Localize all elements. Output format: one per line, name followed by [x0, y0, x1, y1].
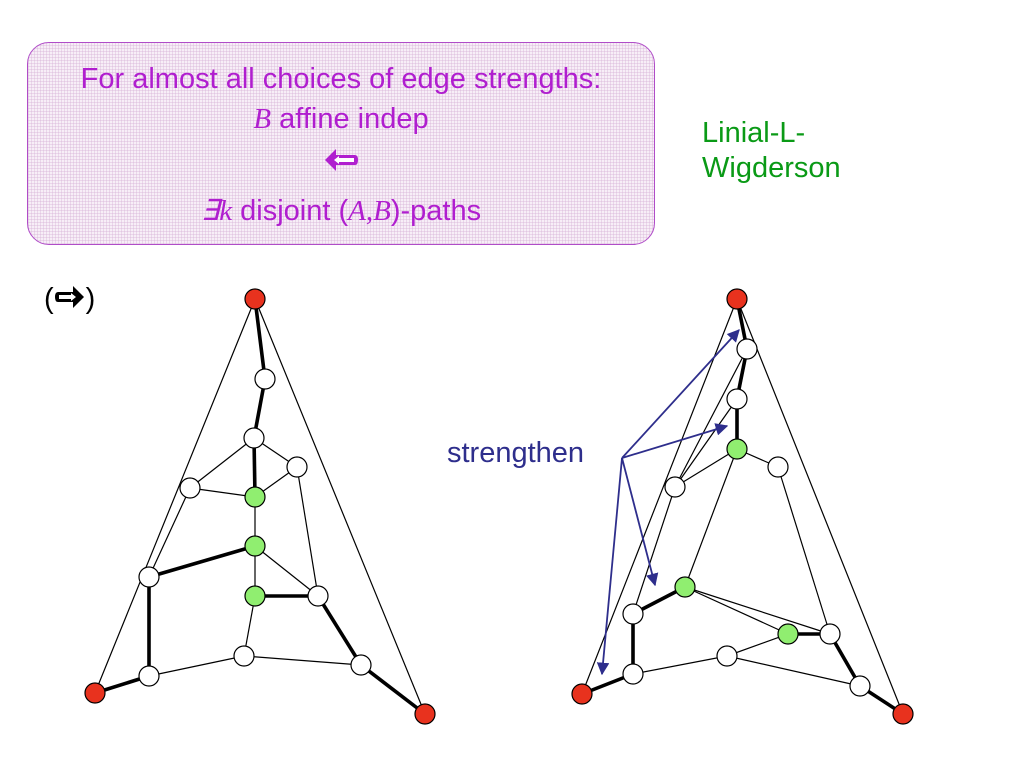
node — [716, 645, 738, 667]
edge — [777, 466, 831, 635]
node — [726, 388, 748, 410]
double-arrow-left-icon — [325, 149, 358, 172]
edge — [581, 298, 738, 695]
green-node — [244, 585, 266, 607]
edge — [296, 466, 319, 597]
node — [819, 623, 841, 645]
strengthen-arrows — [596, 329, 740, 676]
left-graph — [84, 288, 436, 725]
edge — [254, 298, 426, 715]
node — [307, 585, 329, 607]
source-node-red — [244, 288, 266, 310]
edge — [632, 655, 728, 675]
right-thin-edges — [581, 298, 904, 715]
node — [286, 456, 308, 478]
edge — [684, 586, 789, 635]
paren-close: ) — [85, 283, 96, 315]
edge — [674, 348, 748, 488]
edge — [736, 298, 904, 715]
citation-line-2: Wigderson — [702, 151, 841, 184]
node — [138, 566, 160, 588]
paths-text: )-paths — [390, 195, 482, 227]
node — [849, 675, 871, 697]
affine-indep-text: affine indep — [271, 103, 429, 135]
node — [350, 654, 372, 676]
edge — [189, 437, 255, 489]
green-node — [726, 438, 748, 460]
theorem-line-3 — [28, 143, 654, 176]
edge — [148, 655, 245, 677]
edge — [189, 487, 256, 498]
path-edge — [359, 663, 427, 716]
left-thick-edges — [94, 298, 427, 716]
right-graph — [571, 288, 914, 725]
node — [736, 338, 758, 360]
edge — [632, 486, 676, 615]
edge — [674, 448, 738, 488]
left-thin-edges — [94, 298, 426, 715]
var-b: B — [253, 103, 272, 135]
path-edge — [148, 544, 256, 579]
edge — [148, 487, 191, 578]
strengthen-arrow — [596, 457, 623, 676]
green-node — [244, 486, 266, 508]
node — [767, 456, 789, 478]
direction-label: ( ) — [44, 283, 95, 316]
var-k: k — [219, 195, 233, 227]
green-node — [244, 535, 266, 557]
citation-line-1: Linial-L- — [702, 117, 806, 149]
strengthen-label: strengthen — [447, 437, 585, 469]
edge — [674, 398, 738, 488]
node — [254, 368, 276, 390]
green-node — [674, 576, 696, 598]
edge — [94, 298, 256, 694]
strengthen-arrow — [621, 329, 740, 459]
sink-node-red — [571, 683, 593, 705]
node — [622, 663, 644, 685]
left-nodes — [84, 288, 436, 725]
theorem-line-2: B affine indep — [28, 103, 654, 136]
sink-node-red — [84, 682, 106, 704]
edge — [243, 655, 362, 666]
edge — [726, 655, 861, 687]
edge — [726, 633, 789, 657]
sink-node-red — [892, 703, 914, 725]
path-edge — [316, 595, 363, 666]
theorem-box: For almost all choices of edge strengths… — [27, 42, 655, 245]
node — [233, 645, 255, 667]
node — [664, 476, 686, 498]
theorem-line-1: For almost all choices of edge strengths… — [80, 63, 602, 95]
node — [138, 665, 160, 687]
sink-node-red — [414, 703, 436, 725]
var-ab: A,B — [348, 195, 391, 227]
right-thick-edges — [581, 298, 904, 716]
path-edge — [253, 298, 267, 380]
source-node-red — [726, 288, 748, 310]
edge — [684, 448, 738, 588]
node — [179, 477, 201, 499]
exists-symbol: ∃ — [200, 195, 220, 227]
theorem-line-4: ∃k disjoint (A,B)-paths — [28, 193, 654, 228]
double-arrow-right-icon — [54, 286, 84, 308]
right-nodes — [571, 288, 914, 725]
paren-open: ( — [44, 283, 54, 315]
strengthen-arrow — [621, 457, 659, 587]
edge — [684, 586, 831, 635]
edge — [254, 545, 319, 597]
green-node — [777, 623, 799, 645]
node — [622, 603, 644, 625]
citation: Linial-L- Wigderson — [702, 116, 841, 186]
node — [243, 427, 265, 449]
strengthen-arrow — [621, 423, 729, 459]
disjoint-text: disjoint ( — [232, 195, 349, 227]
